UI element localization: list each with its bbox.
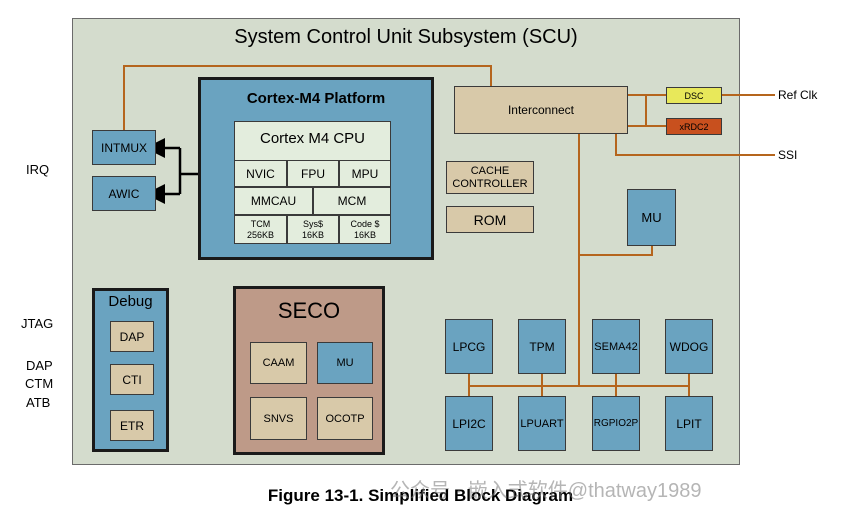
ctm-label: CTM <box>25 376 54 391</box>
ssi-label: SSI <box>778 148 798 162</box>
ssi-line <box>615 134 775 156</box>
rom-block: ROM <box>446 206 534 233</box>
debug-cti-block: CTI <box>110 364 154 395</box>
awic-block: AWIC <box>92 176 156 211</box>
dap-ext-label: DAP <box>26 358 53 373</box>
intmux-block: INTMUX <box>92 130 156 165</box>
seco-mu-block: MU <box>317 342 373 384</box>
mu-bus-link <box>579 246 653 256</box>
jtag-label: JTAG <box>21 316 54 331</box>
sys-cache-cell: Sys$ 16KB <box>287 215 339 244</box>
mu-block: MU <box>627 189 676 246</box>
nvic-cell: NVIC <box>234 160 287 187</box>
debug-etr-block: ETR <box>110 410 154 441</box>
lpit-block: LPIT <box>665 396 713 451</box>
lpuart-block: LPUART <box>518 396 566 451</box>
rgpio2p-block: RGPIO2P <box>592 396 640 451</box>
tcm-cell: TCM 256KB <box>234 215 287 244</box>
mmcau-cell: MMCAU <box>234 187 313 215</box>
lpcg-block: LPCG <box>445 319 493 374</box>
lpi2c-block: LPI2C <box>445 396 493 451</box>
sema42-block: SEMA42 <box>592 319 640 374</box>
cpu-title: Cortex M4 CPU <box>259 130 366 147</box>
diagram-title: System Control Unit Subsystem (SCU) <box>234 26 578 48</box>
interconnect-block: Interconnect <box>454 86 628 134</box>
mpu-cell: MPU <box>339 160 391 187</box>
cache-controller-block: CACHE CONTROLLER <box>446 161 534 194</box>
platform-title: Cortex-M4 Platform <box>246 90 386 107</box>
intmux-bus-line <box>123 65 492 130</box>
snvs-block: SNVS <box>250 397 307 440</box>
seco-title: SECO <box>277 298 341 323</box>
mcm-cell: MCM <box>313 187 391 215</box>
xrdc2-block: xRDC2 <box>666 118 722 135</box>
atb-label: ATB <box>26 395 51 410</box>
tpm-block: TPM <box>518 319 566 374</box>
caam-block: CAAM <box>250 342 307 384</box>
dsc-block: DSC <box>666 87 722 104</box>
ref-clk-label: Ref Clk <box>778 88 818 102</box>
code-cache-cell: Code $ 16KB <box>339 215 391 244</box>
irq-label: IRQ <box>26 162 50 177</box>
ocotp-block: OCOTP <box>317 397 373 440</box>
figure-caption: Figure 13-1. Simplified Block Diagram <box>267 486 574 505</box>
debug-title: Debug <box>108 293 153 310</box>
debug-dap-block: DAP <box>110 321 154 352</box>
fpu-cell: FPU <box>287 160 339 187</box>
wdog-block: WDOG <box>665 319 713 374</box>
watermark-text: 公众号 · 嵌入式软件@thatway1989 <box>390 480 702 502</box>
